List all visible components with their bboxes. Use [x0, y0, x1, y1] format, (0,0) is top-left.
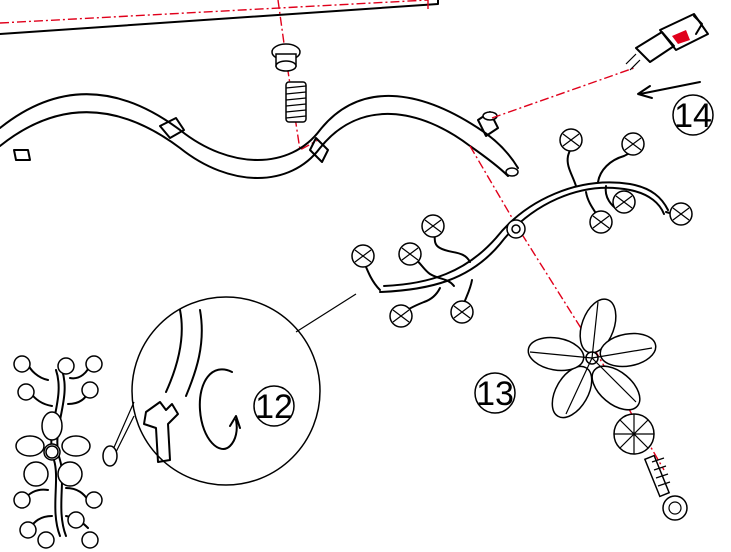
guide-line-canopy	[277, 0, 319, 152]
guide-line-bulb	[491, 67, 635, 119]
crystal-ball-icon	[351, 128, 693, 328]
flower-shade-icon	[527, 298, 657, 419]
step-13-label: 13	[476, 375, 514, 413]
mounting-nut	[271, 43, 301, 72]
wrench-icon	[143, 401, 179, 463]
flower-cup	[613, 413, 655, 455]
guide-line-shade	[469, 145, 665, 471]
step-12-label: 12	[255, 388, 293, 426]
main-wavy-arm	[0, 93, 519, 179]
step-14-label: 14	[674, 97, 712, 135]
canopy-frame	[0, 0, 439, 35]
step-12-badge: 12	[253, 385, 295, 427]
lamp-bulb-icon	[625, 13, 709, 71]
arrow-left-icon	[637, 81, 701, 99]
step-14-badge: 14	[672, 94, 714, 136]
detail-zoom-circle	[102, 293, 357, 486]
spring	[285, 81, 307, 123]
assembled-crystal-branch	[13, 355, 103, 549]
crystal-arm	[363, 137, 681, 315]
screw-with-ring	[643, 454, 688, 521]
step-13-badge: 13	[474, 372, 516, 414]
rotate-clockwise-icon	[198, 368, 241, 450]
